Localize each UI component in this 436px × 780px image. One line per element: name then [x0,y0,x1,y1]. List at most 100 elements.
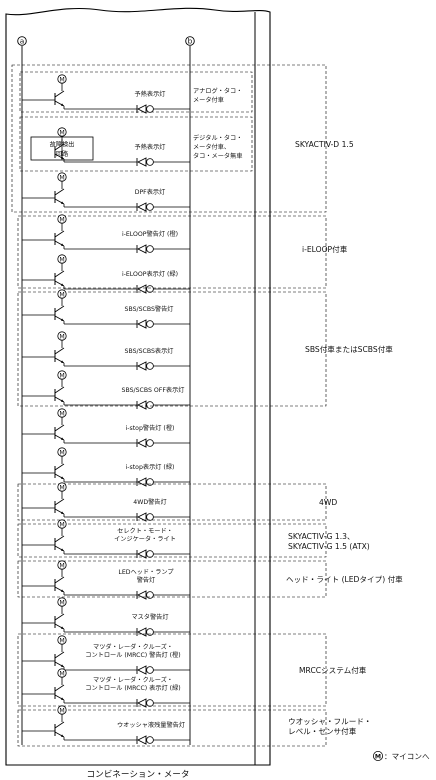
lamp-label-line2: インジケータ・ライト [114,535,176,543]
group-box-led [17,560,327,598]
microcomputer-symbol [57,214,67,224]
terminal-b [185,36,195,46]
legend-symbol-letter: M [375,753,381,760]
group-label-line: SKYACTIV-G 1.5 (ATX) [288,542,370,551]
lamp-label: 4WD警告灯 [133,498,166,506]
group-box-washer [17,709,327,747]
transistor-collector [54,721,65,729]
lamp-bulb [146,105,154,113]
transistor-collector [54,90,65,98]
lamp-label: SBS/SCBS OFF表示灯 [122,386,185,394]
lamp-label: i-stop表示灯 (緑) [126,463,175,471]
transistor-arrow [61,283,64,286]
lamp-bulb [146,591,154,599]
transistor-arrow [61,476,64,479]
lamp-diode [136,244,147,254]
sub-box-analog [19,71,253,113]
transistor-arrow [61,399,64,402]
group-label-line: ウオッシャ・フルード・ [288,717,372,726]
lamp-diode [136,477,147,487]
microcomputer-symbol [57,482,67,492]
lamp-label-line2: コントロール (MRCC) 警告灯 (橙) [85,651,180,659]
microcomputer-symbol [57,635,67,645]
microcomputer-symbol [57,597,67,607]
transistor-collector [54,188,65,196]
lamp-label: ウオッシャ液残量警告灯 [117,721,185,729]
lamp-bulb [146,245,154,253]
microcomputer-letter: M [59,291,64,298]
microcomputer-letter: M [59,372,64,379]
sub-box-digital [19,116,253,172]
microcomputer-symbol [57,254,67,264]
microcomputer-symbol [57,560,67,570]
lamp-bulb [146,401,154,409]
lamp-diode [136,438,147,448]
microcomputer-letter: M [59,129,64,136]
lamp-row: M セレクト・モード・インジケータ・ライト [22,519,190,559]
transistor-arrow [61,697,64,700]
transistor-arrow [61,548,64,551]
group-label: SBS付車またはSCBS付車 [305,344,393,354]
microcomputer-symbol [57,705,67,715]
microcomputer-symbol [57,331,67,341]
sub-group-label-line3: タコ・メータ無車 [193,152,243,160]
microcomputer-symbol [57,127,67,137]
transistor-arrow [61,626,64,629]
group-label: MRCCシステム付車 [299,665,367,675]
microcomputer-letter: M [59,521,64,528]
lamp-bulb [146,320,154,328]
microcomputer-letter: M [59,599,64,606]
microcomputer-letter: M [59,174,64,181]
lamp-label: i-stop警告灯 (橙) [126,424,175,432]
lamp-label-line1: セレクト・モード・ [117,528,173,535]
microcomputer-symbol [57,289,67,299]
lamp-label: マスタ警告灯 [131,613,168,621]
microcomputer-symbol [57,172,67,182]
group-box-sbs [17,291,327,407]
microcomputer-symbol [57,74,67,84]
lamp-bulb [146,285,154,293]
transistor-arrow [61,664,64,667]
lamp-row: M マスタ警告灯 [22,597,190,637]
microcomputer-symbol [57,668,67,678]
lamp-label-line2: 警告灯 [137,576,156,584]
lamp-label: i-ELOOP表示灯 (緑) [122,270,178,278]
transistor-arrow [61,156,64,159]
lamp-row: M 予熱表示灯 [54,127,190,167]
lamp-label: i-ELOOP警告灯 (橙) [122,230,178,238]
lamp-bulb [146,439,154,447]
lamp-bulb [146,736,154,744]
transistor-collector [54,576,65,584]
sub-group-label-line1: アナログ・タコ・ [193,87,242,95]
terminal-b-label: b [188,37,193,46]
lamp-label-line1: LEDヘッド・ランプ [118,569,174,576]
fault-detection-circuit-label-line2: 回路 [56,150,69,158]
lamp-bulb [146,362,154,370]
lamp-diode [136,104,147,114]
microcomputer-letter: M [59,707,64,714]
sub-group-label-line2: メータ付車、 [193,143,230,151]
lamp-bulb [146,628,154,636]
lamp-diode [136,627,147,637]
transistor-arrow [61,318,64,321]
transistor-arrow [61,103,64,106]
transistor-collector [54,651,65,659]
group-box-skyactiv-d [11,64,327,213]
lamp-label: 予熱表示灯 [135,143,166,151]
transistor-collector [54,498,65,506]
lamp-diode [136,590,147,600]
lamp-label: 予熱表示灯 [135,90,166,98]
lamp-diode [136,319,147,329]
transistor-collector [54,305,65,313]
meter-housing-outline [5,7,271,766]
group-label-line: SKYACTIV-G 1.3、 [288,532,355,541]
